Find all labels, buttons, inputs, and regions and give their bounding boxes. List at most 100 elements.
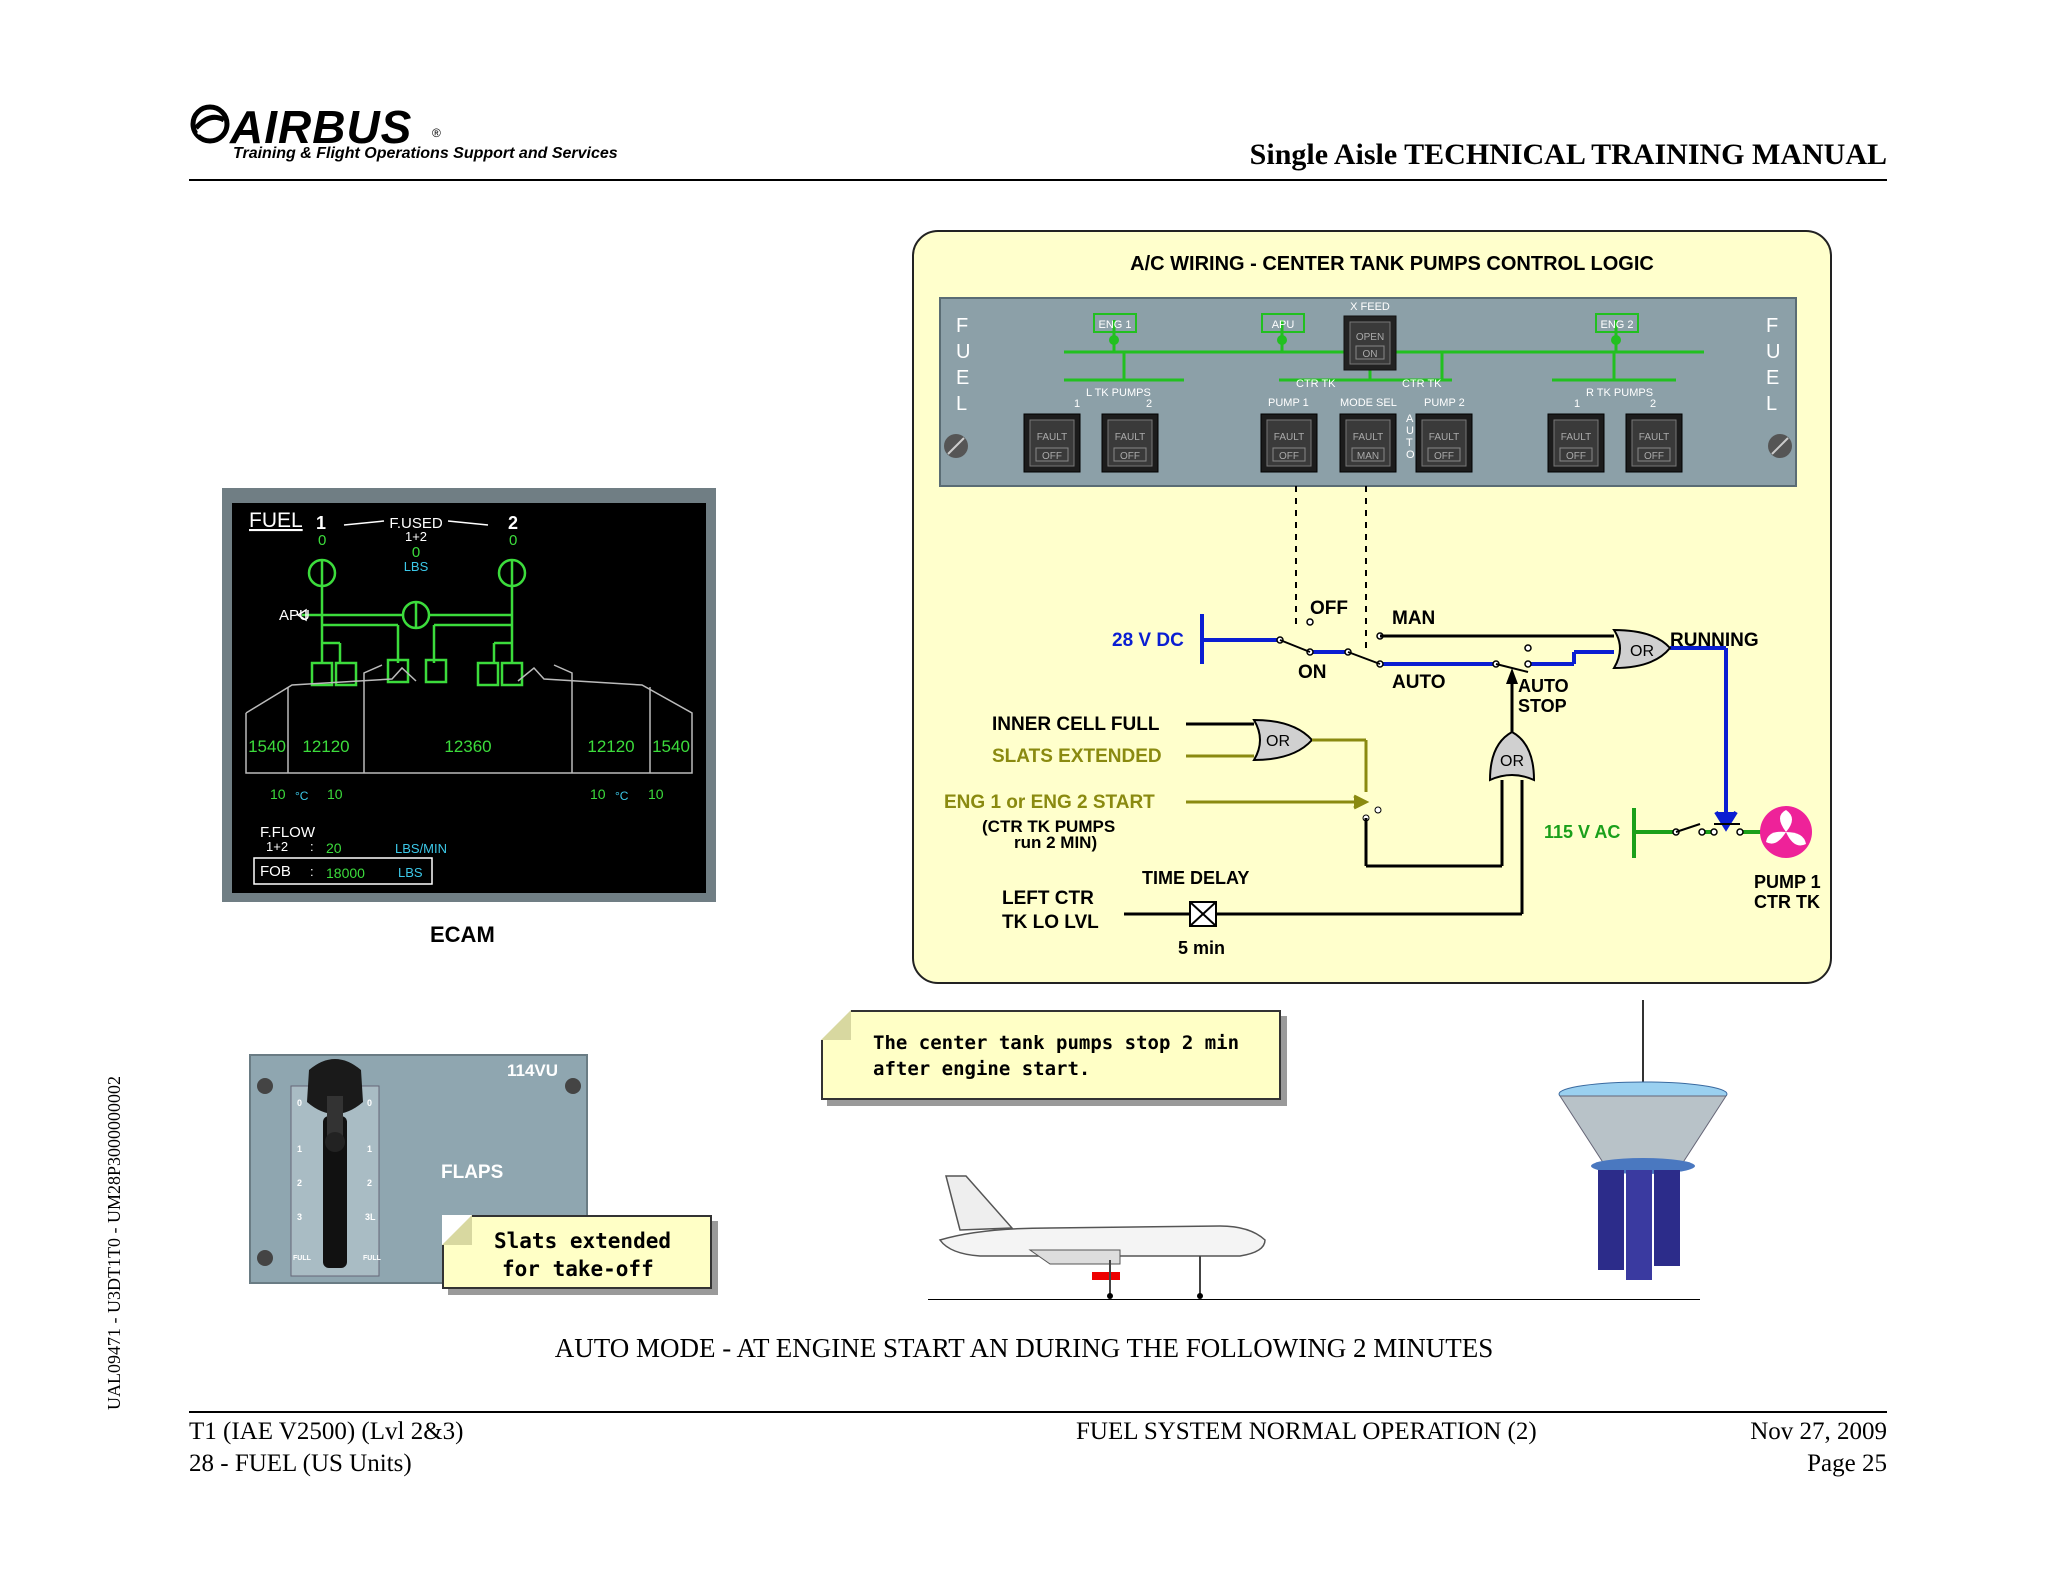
footer-date: Nov 27, 2009 xyxy=(1750,1418,1887,1445)
flap-mark-left-3: 3 xyxy=(297,1212,302,1222)
panel-screw-icon xyxy=(257,1078,273,1094)
ctr-pump1-pushbutton[interactable]: FAULT OFF xyxy=(1260,413,1318,473)
fault-legend: FAULT xyxy=(1561,432,1591,443)
ecam-tank-right-outer: 1540 xyxy=(652,737,690,756)
fault-legend: FAULT xyxy=(1115,432,1145,443)
ecam-tank-left-outer: 1540 xyxy=(248,737,286,756)
registered-mark: ® xyxy=(432,126,441,140)
xfeed-on-legend: ON xyxy=(1363,349,1378,360)
tower-shaft-1 xyxy=(1598,1170,1624,1270)
xfeed-open-legend: OPEN xyxy=(1356,332,1384,343)
or-gate-inputs-label: OR xyxy=(1266,733,1290,750)
fault-legend: FAULT xyxy=(1639,432,1669,443)
fused-sub: 1+2 xyxy=(405,529,427,544)
switch-off-label: OFF xyxy=(1310,598,1348,619)
fob-label: FOB xyxy=(260,863,291,880)
delay-time-label: 5 min xyxy=(1178,938,1225,958)
flaps-lever-shaft[interactable] xyxy=(327,1096,343,1136)
header-rule xyxy=(189,179,1887,181)
fuel-letter-right-u: U xyxy=(1766,341,1780,363)
rtk-pump1-number: 1 xyxy=(1574,398,1580,410)
note-fold-icon xyxy=(821,1010,851,1040)
eng-start-label: ENG 1 or ENG 2 START xyxy=(944,792,1155,813)
ecam-eng2-used: 0 xyxy=(509,532,517,549)
footer-chapter: 28 - FUEL (US Units) xyxy=(189,1450,412,1477)
rtk-pump2-number: 2 xyxy=(1650,398,1656,410)
ecam-eng1-used: 0 xyxy=(318,532,326,549)
off-legend: OFF xyxy=(1644,451,1664,462)
flaps-lever-knob[interactable] xyxy=(325,1132,345,1152)
slats-extended-label: SLATS EXTENDED xyxy=(992,746,1162,767)
airbus-logo xyxy=(190,104,230,144)
rtk-pump2-pushbutton[interactable]: FAULT OFF xyxy=(1625,413,1683,473)
tower-shaft-3 xyxy=(1654,1170,1680,1266)
footer-course: T1 (IAE V2500) (Lvl 2&3) xyxy=(189,1418,464,1445)
fuel-letter-right-e: E xyxy=(1766,367,1779,389)
fuel-letter-left-e: E xyxy=(956,367,969,389)
auto-stop-label-1: AUTO xyxy=(1518,676,1569,696)
control-logic-diagram: A/C WIRING - CENTER TANK PUMPS CONTROL L… xyxy=(939,253,1821,958)
wiring-title: A/C WIRING - CENTER TANK PUMPS CONTROL L… xyxy=(1130,253,1654,275)
flaps-panel-art: 114VU FLAPS 0 1 2 3 FULL 0 1 2 3L FULL xyxy=(257,1059,581,1277)
off-legend: OFF xyxy=(1566,451,1586,462)
ecam-apu-label: APU xyxy=(279,607,310,624)
aircraft-tail xyxy=(945,1175,1014,1231)
eng2-switch-box xyxy=(1595,313,1639,333)
manual-title: Single Aisle TECHNICAL TRAINING MANUAL xyxy=(1249,138,1887,171)
time-delay-label: TIME DELAY xyxy=(1142,868,1249,888)
fflow-sub: 1+2 xyxy=(266,839,288,854)
apu-switch-box xyxy=(1261,313,1305,333)
slats-note: Slats extended for take-off xyxy=(442,1215,712,1289)
man-legend: MAN xyxy=(1357,451,1379,462)
off-legend: OFF xyxy=(1042,451,1062,462)
fob-box xyxy=(253,857,433,885)
ecam-pump-l2 xyxy=(334,661,358,687)
flap-mark-left-full: FULL xyxy=(293,1255,312,1262)
ltk-pump2-pushbutton[interactable]: FAULT OFF xyxy=(1101,413,1159,473)
figure-caption: AUTO MODE - AT ENGINE START AN DURING TH… xyxy=(554,1333,1494,1363)
off-legend: OFF xyxy=(1120,451,1140,462)
ecam-tank-left-inner: 12120 xyxy=(302,737,349,756)
switch-auto-label: AUTO xyxy=(1392,672,1445,693)
fflow-colon: : xyxy=(310,839,314,854)
apu-triangle-icon xyxy=(296,608,307,622)
ctr-pump1-label: PUMP 1 xyxy=(1268,397,1309,409)
fault-legend: FAULT xyxy=(1037,432,1067,443)
note-fold-icon xyxy=(442,1215,472,1245)
or-gate-inputs xyxy=(1252,718,1314,762)
fault-legend: FAULT xyxy=(1274,432,1304,443)
flap-mark-left-0: 0 xyxy=(297,1098,302,1108)
flaps-lever-handle[interactable] xyxy=(307,1059,363,1114)
slats-note-line2: for take-off xyxy=(502,1257,654,1281)
ecam-eng1-number: 1 xyxy=(316,513,326,533)
ltk-pump1-pushbutton[interactable]: FAULT OFF xyxy=(1023,413,1081,473)
ecam-tank-right-inner: 12120 xyxy=(587,737,634,756)
switch-on-label: ON xyxy=(1298,662,1327,683)
airbus-logo-text: AIRBUS xyxy=(230,101,413,153)
fob-unit: LBS xyxy=(398,865,423,880)
off-legend: OFF xyxy=(1279,451,1299,462)
xfeed-pushbutton[interactable]: OPEN ON xyxy=(1343,315,1397,371)
running-label: RUNNING xyxy=(1670,630,1759,651)
flap-mark-right-1: 1 xyxy=(367,1144,372,1154)
fused-line-right xyxy=(447,520,489,526)
flaps-slot xyxy=(323,1116,347,1268)
flap-mark-left-1: 1 xyxy=(297,1144,302,1154)
wing-tank-outline xyxy=(245,664,693,774)
ac-source-label: 115 V AC xyxy=(1544,822,1620,842)
rtk-pump1-pushbutton[interactable]: FAULT OFF xyxy=(1547,413,1605,473)
panel-screw-icon xyxy=(565,1078,581,1094)
fused-value: 0 xyxy=(412,544,420,561)
ecam-temp-left-1: 10 xyxy=(270,786,286,802)
ecam-pump-ctr1 xyxy=(386,658,410,684)
ctr-pumps-run-label-1: (CTR TK PUMPS xyxy=(982,817,1115,836)
fflow-unit: LBS/MIN xyxy=(395,841,447,856)
ecam-pump-r1 xyxy=(476,661,500,687)
footer-page: Page 25 xyxy=(1807,1450,1887,1477)
flap-mark-right-2: 2 xyxy=(367,1178,372,1188)
fuel-letter-right-l: L xyxy=(1766,393,1777,415)
aircraft-flap-highlight xyxy=(1092,1272,1120,1280)
